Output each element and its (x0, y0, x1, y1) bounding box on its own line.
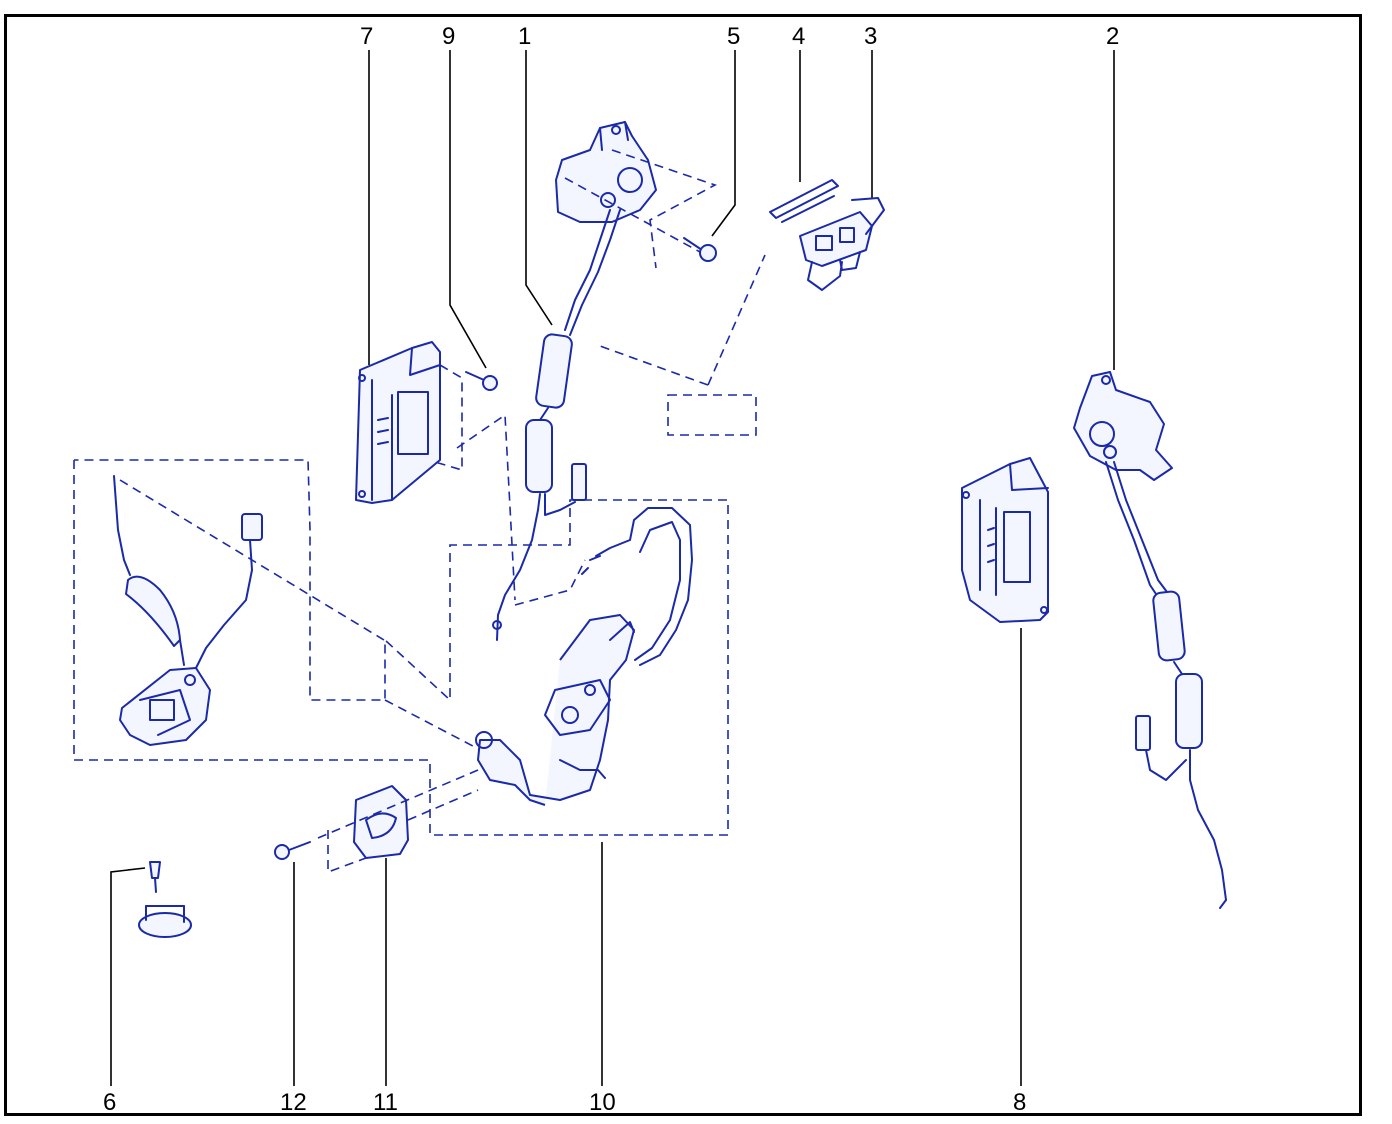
callout-11: 11 (373, 858, 398, 1116)
callout-label-9: 9 (442, 23, 455, 50)
part-1-handle-cable-assembly (492, 121, 657, 641)
callout-9: 9 (442, 23, 487, 369)
assembly-guide-lines-top (564, 149, 766, 436)
callout-label-11: 11 (373, 1089, 398, 1116)
callout-5: 5 (711, 23, 740, 237)
part-10-latch-left-view (113, 475, 263, 746)
part-12-screw (274, 841, 311, 860)
callout-label-2: 2 (1106, 23, 1119, 50)
part-7-control-module (355, 341, 441, 504)
part-9-screw (465, 371, 498, 391)
callout-1: 1 (518, 23, 553, 326)
part-11-cover-plate (353, 785, 409, 859)
diagram-frame (4, 14, 1362, 1116)
part-4-retaining-clip (769, 179, 839, 223)
callout-2: 2 (1106, 23, 1119, 370)
assembly-guide-lines-bottom (317, 769, 479, 874)
part-5-bolt (683, 237, 717, 262)
callout-label-6: 6 (103, 1089, 116, 1116)
callout-3: 3 (864, 23, 877, 198)
callout-label-5: 5 (727, 23, 740, 50)
part-3-lock-retainer (799, 197, 885, 291)
callout-label-4: 4 (792, 23, 805, 50)
callout-label-8: 8 (1013, 1089, 1026, 1116)
assembly-guide-lines-module (434, 364, 586, 606)
callout-label-7: 7 (360, 23, 373, 50)
callout-label-1: 1 (518, 23, 531, 50)
part-2-handle-cable-assembly-right (1073, 371, 1227, 909)
part-6-striker (138, 861, 192, 938)
callout-label-3: 3 (864, 23, 877, 50)
callout-12: 12 (280, 862, 307, 1116)
callout-label-12: 12 (280, 1089, 307, 1116)
callout-10: 10 (589, 842, 616, 1116)
callout-7: 7 (360, 23, 373, 365)
callout-6: 6 (103, 867, 146, 1116)
callout-label-10: 10 (589, 1089, 616, 1116)
callout-4: 4 (792, 23, 805, 182)
part-8-control-module-right (961, 457, 1049, 623)
callout-8: 8 (1013, 628, 1026, 1116)
part-10-latch-main-view (475, 507, 693, 806)
